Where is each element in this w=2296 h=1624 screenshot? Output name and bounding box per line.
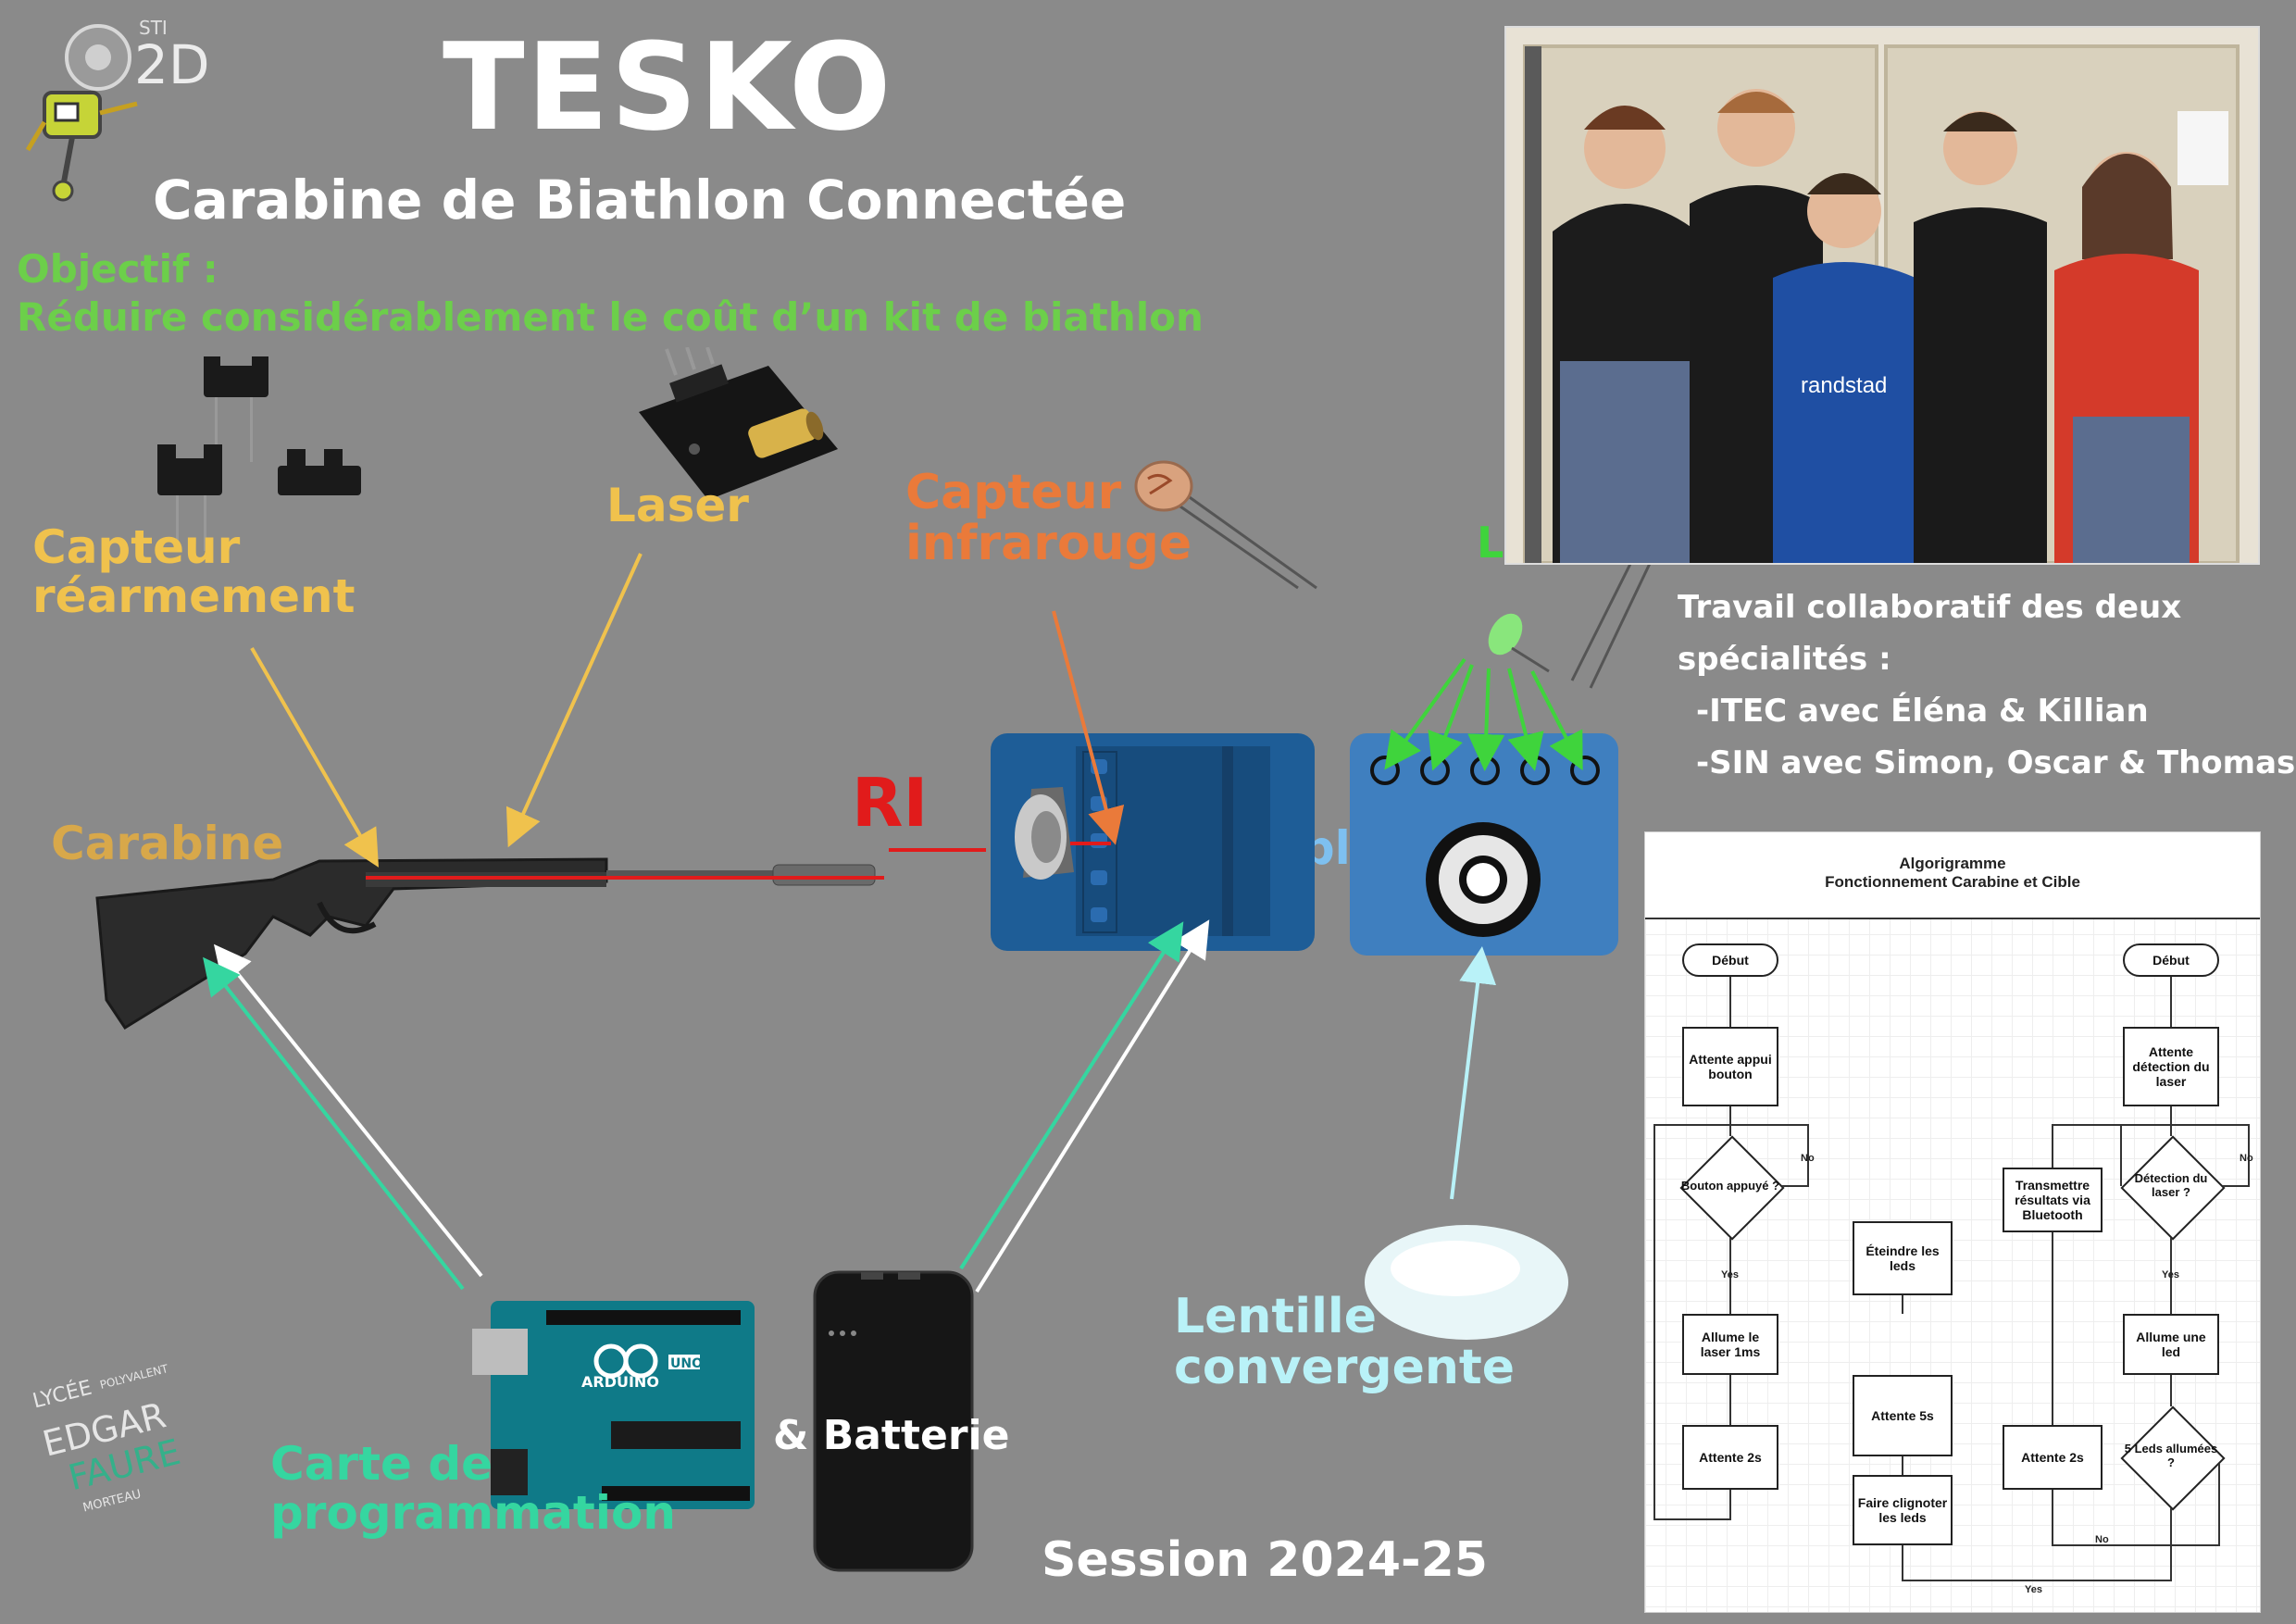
flow-right-decision-text: Détection du laser ? — [2134, 1171, 2208, 1199]
label-board-1: Carte de — [270, 1437, 493, 1491]
team-line-3: -ITEC avec Éléna & Killian — [1696, 693, 2149, 730]
flow-left-laser-on: Allume le laser 1ms — [1682, 1314, 1778, 1375]
flow-right-start: Début — [2123, 943, 2219, 977]
label-ir-sensor-2: infrarouge — [905, 515, 1192, 571]
flow-left-decision-text: Bouton appuyé ? — [1680, 1178, 1780, 1193]
arrow-laser — [505, 553, 643, 848]
shirt-text: randstad — [1801, 373, 1887, 398]
page-title: TESKO — [443, 17, 893, 157]
team-line-1: Travail collaboratif des deux — [1678, 589, 2182, 626]
sti2d-logo — [25, 20, 239, 206]
team-line-2: spécialités : — [1678, 641, 1891, 678]
flow-right-wait-detect: Attente détection du laser — [2123, 1027, 2219, 1106]
label-board-2: programmation — [270, 1485, 676, 1540]
flowchart-title-2: Fonctionnement Carabine et Cible — [1825, 873, 2080, 891]
flow-right-no-bottom: No — [2095, 1534, 2109, 1545]
arrow-reset-sensor — [250, 646, 380, 868]
label-ir-sensor-1: Capteur — [905, 465, 1122, 520]
flow-left-yes: Yes — [1721, 1269, 1739, 1280]
flow-left-wait: Attente 2s — [1682, 1425, 1778, 1490]
flow-left-no: No — [1801, 1153, 1815, 1164]
team-line-4: -SIN avec Simon, Oscar & Thomas — [1696, 744, 2296, 781]
rifle-image — [88, 815, 893, 1037]
flow-mid-blink: Faire clignoter les leds — [1853, 1475, 1953, 1545]
reset-sensor-image — [139, 356, 380, 560]
label-carabine: Carabine — [51, 817, 284, 870]
flow-mid-off-leds: Éteindre les leds — [1853, 1221, 1953, 1295]
flow-left-wait-button: Attente appui bouton — [1682, 1027, 1778, 1106]
battery-image — [805, 1268, 977, 1574]
laser-module-image — [630, 346, 842, 514]
team-info: Travail collaboratif des deux spécialité… — [1678, 581, 2295, 789]
arduino-model: UNO — [670, 1356, 703, 1371]
label-lens: Lentille convergente — [1174, 1292, 1515, 1393]
flow-right-decision5-text: 5 Leds allumées ? — [2124, 1442, 2218, 1469]
flow-right-decision5: 5 Leds allumées ? — [2120, 1405, 2226, 1511]
team-photo: randstad — [1504, 26, 2260, 565]
arduino-board — [472, 1292, 759, 1514]
flowchart-connectors — [1653, 977, 2250, 1581]
flowchart-title-1: Algorigramme — [1899, 855, 2006, 872]
objective-label: Objectif : — [17, 246, 218, 292]
objective-text: Réduire considérablement le coût d’un ki… — [17, 294, 1204, 340]
page-subtitle: Carabine de Biathlon Connectée — [153, 169, 1127, 231]
logo-sti: STI — [139, 17, 168, 39]
logo-2d: 2D — [134, 33, 210, 96]
flow-mid-wait5: Attente 5s — [1853, 1375, 1953, 1456]
arrow-ir-sensor — [1052, 610, 1125, 845]
label-battery: & Batterie — [773, 1412, 1010, 1459]
flowchart: Algorigramme Fonctionnement Carabine et … — [1644, 831, 2261, 1613]
photoresistor-image — [1131, 458, 1326, 593]
session-label: Session 2024-25 — [1042, 1532, 1488, 1588]
flow-mid-wait2: Attente 2s — [2003, 1425, 2103, 1490]
label-board: Carte de programmation — [270, 1440, 676, 1537]
label-ir-sensor: Capteur infrarouge — [905, 468, 1192, 568]
label-reset-sensor-2: réarmement — [32, 568, 356, 623]
target-box — [1350, 733, 1618, 956]
label-reset-sensor-1: Capteur — [32, 520, 241, 574]
label-laser: Laser — [606, 479, 749, 532]
flow-left-decision: Bouton appuyé ? — [1679, 1135, 1785, 1241]
label-lens-1: Lentille — [1174, 1289, 1378, 1344]
label-lens-2: convergente — [1174, 1339, 1516, 1395]
flowchart-header: Algorigramme Fonctionnement Carabine et … — [1645, 832, 2260, 919]
lens-image — [1363, 1222, 1571, 1343]
flow-right-decision: Détection du laser ? — [2120, 1135, 2226, 1241]
flow-right-no: No — [2240, 1153, 2253, 1164]
label-ri: RI — [852, 764, 929, 842]
flow-left-start: Début — [1682, 943, 1778, 977]
flow-right-led-on: Allume une led — [2123, 1314, 2219, 1375]
label-reset-sensor: Capteur réarmement — [32, 523, 356, 620]
flow-mid-transmit: Transmettre résultats via Bluetooth — [2003, 1168, 2103, 1232]
flow-right-yes: Yes — [2162, 1269, 2179, 1280]
objective: Objectif : Réduire considérablement le c… — [17, 245, 1204, 342]
arduino-brand: ARDUINO — [581, 1373, 659, 1391]
flow-right-yes-bottom: Yes — [2025, 1584, 2042, 1595]
